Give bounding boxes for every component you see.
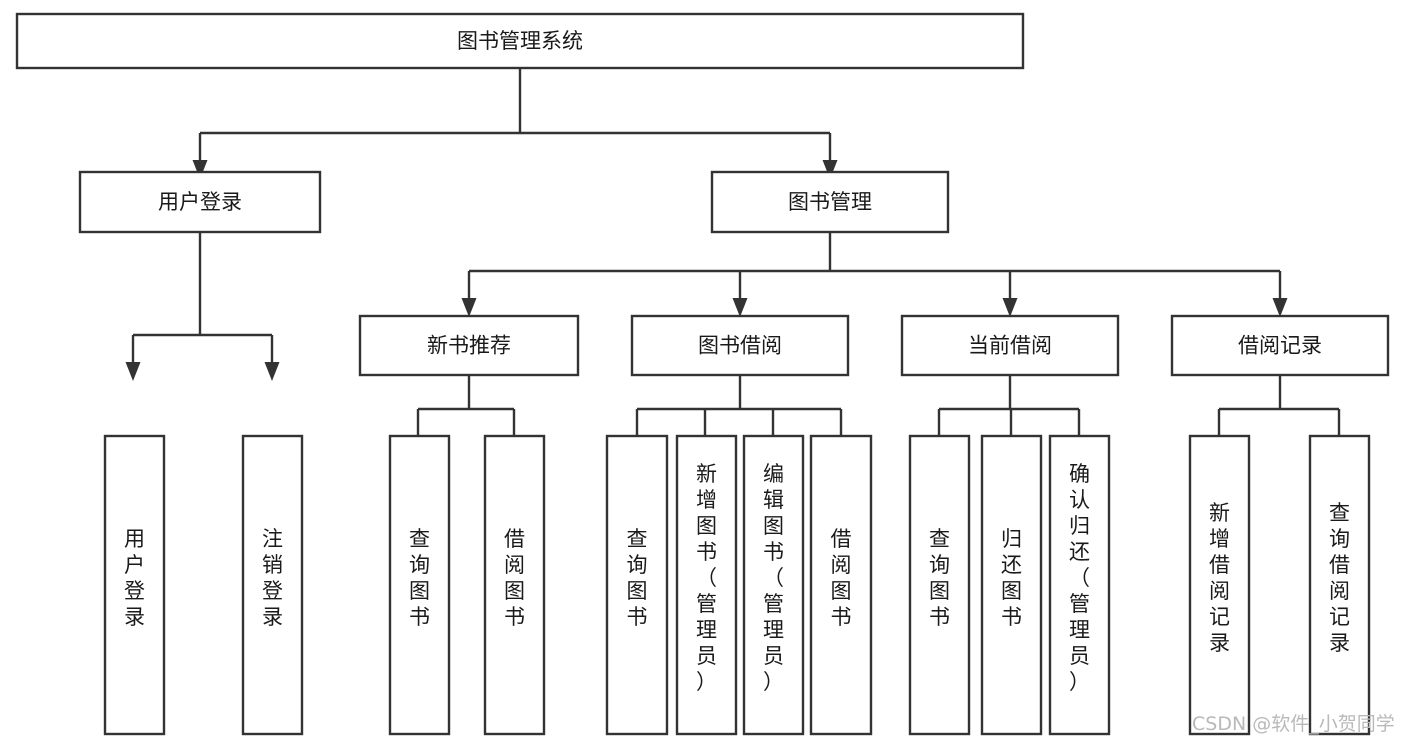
csdn-watermark: CSDN @软件_小贺同学 (1192, 713, 1395, 735)
node-label: 新书推荐 (427, 334, 511, 358)
node-new-book-recommend[interactable]: 新书推荐 (358, 314, 580, 377)
node-label: 借阅图书 (504, 527, 525, 629)
node-box[interactable] (605, 434, 669, 736)
node-current-borrow[interactable]: 当前借阅 (900, 314, 1120, 377)
node-box[interactable] (1048, 434, 1111, 736)
node-label: 确认归还（管理员） (1069, 462, 1090, 694)
node-label: 用户登录 (124, 527, 145, 629)
node-label: 用户登录 (158, 190, 242, 214)
node-leaf-borrow-book[interactable]: 借阅图书 (809, 434, 873, 736)
node-box[interactable] (1188, 434, 1251, 736)
node-box[interactable] (388, 434, 451, 736)
node-box[interactable] (1170, 314, 1390, 377)
node-book-borrow[interactable]: 图书借阅 (630, 314, 850, 377)
node-leaf-query-book-borrow[interactable]: 查询图书 (605, 434, 669, 736)
node-layer: 图书管理系统用户登录图书管理新书推荐图书借阅当前借阅借阅记录用户登录注销登录查询… (15, 12, 1390, 736)
node-leaf-query-borrow-record[interactable]: 查询借阅记录 (1308, 434, 1371, 736)
node-leaf-add-borrow-record[interactable]: 新增借阅记录 (1188, 434, 1251, 736)
node-label: 当前借阅 (968, 334, 1052, 358)
node-root-system[interactable]: 图书管理系统 (15, 12, 1025, 70)
node-label: 注销登录 (262, 527, 283, 629)
node-box[interactable] (358, 314, 580, 377)
node-box[interactable] (630, 314, 850, 377)
node-box[interactable] (103, 434, 166, 736)
node-leaf-edit-book[interactable]: 编辑图书（管理员） (742, 434, 805, 736)
arrow-head-icon (1002, 298, 1018, 317)
node-box[interactable] (675, 434, 738, 736)
connector-group-book-manage-to-level3 (461, 232, 1288, 317)
node-label: 图书管理系统 (457, 29, 583, 53)
arrow-head-icon (732, 298, 748, 317)
node-leaf-borrow-book-recommend[interactable]: 借阅图书 (483, 434, 546, 736)
node-box[interactable] (809, 434, 873, 736)
arrow-head-icon (461, 298, 477, 317)
node-leaf-add-book[interactable]: 新增图书（管理员） (675, 434, 738, 736)
node-leaf-user-login[interactable]: 用户登录 (103, 434, 166, 736)
connector-group-root-to-level2 (192, 68, 838, 179)
node-box[interactable] (980, 434, 1043, 736)
node-label: 新增借阅记录 (1209, 501, 1230, 655)
node-box[interactable] (15, 12, 1025, 70)
node-leaf-user-logout[interactable]: 注销登录 (241, 434, 304, 736)
connector-layer (125, 68, 1347, 455)
node-box[interactable] (1308, 434, 1371, 736)
node-label: 归还图书 (1001, 527, 1022, 629)
arrow-head-icon (264, 362, 280, 381)
node-box[interactable] (900, 314, 1120, 377)
node-box[interactable] (742, 434, 805, 736)
node-box[interactable] (908, 434, 971, 736)
arrow-head-icon (125, 362, 141, 381)
node-label: 查询借阅记录 (1329, 501, 1350, 655)
node-label: 编辑图书（管理员） (763, 462, 784, 694)
node-leaf-confirm-return[interactable]: 确认归还（管理员） (1048, 434, 1111, 736)
node-label: 查询图书 (929, 527, 950, 629)
node-label: 图书借阅 (698, 334, 782, 358)
node-leaf-return-book[interactable]: 归还图书 (980, 434, 1043, 736)
node-book-manage[interactable]: 图书管理 (710, 170, 950, 234)
node-box[interactable] (710, 170, 950, 234)
node-label: 借阅记录 (1238, 334, 1322, 358)
node-label: 新增图书（管理员） (696, 462, 717, 694)
arrow-head-icon (822, 160, 838, 179)
node-label: 查询图书 (409, 527, 430, 629)
arrow-head-icon (1272, 298, 1288, 317)
node-box[interactable] (78, 170, 322, 234)
node-label: 查询图书 (627, 527, 648, 629)
node-leaf-query-book-current[interactable]: 查询图书 (908, 434, 971, 736)
arrow-head-icon (192, 160, 208, 179)
node-label: 借阅图书 (831, 527, 852, 629)
node-label: 图书管理 (788, 190, 872, 214)
node-box[interactable] (241, 434, 304, 736)
node-user-login[interactable]: 用户登录 (78, 170, 322, 234)
node-box[interactable] (483, 434, 546, 736)
node-leaf-query-book-recommend[interactable]: 查询图书 (388, 434, 451, 736)
connector-group-user-login-to-leaves (125, 232, 280, 381)
node-borrow-record[interactable]: 借阅记录 (1170, 314, 1390, 377)
